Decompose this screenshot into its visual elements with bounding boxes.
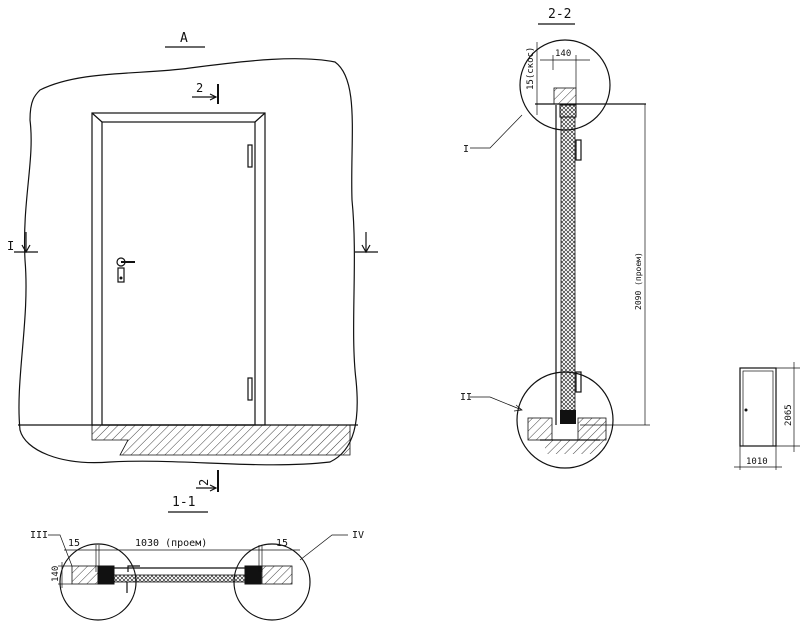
callout-ii: II (460, 392, 472, 403)
svg-text:1010: 1010 (746, 457, 768, 467)
section-2-2-title: 2-2 (548, 7, 571, 22)
svg-text:I: I (7, 239, 14, 253)
svg-text:2090 (проем): 2090 (проем) (634, 252, 643, 310)
svg-text:15: 15 (276, 538, 288, 549)
section-2-2: 2-2 140 15(скос) 2090 (проем) I II (460, 7, 650, 469)
callout-i: I (463, 144, 469, 155)
svg-text:2: 2 (197, 479, 211, 486)
door-handle-icon (116, 257, 135, 283)
elevation-view: A 2 2 I (7, 31, 378, 492)
callout-iv: IV (352, 530, 364, 541)
elevation-title: A (180, 31, 188, 46)
section-1-1-title: 1-1 (172, 495, 195, 510)
hinge-icon (247, 144, 253, 168)
door-leaf-section (111, 574, 248, 583)
section-1-1: 1-1 15 1030 (проем) 15 140 III IV (30, 495, 364, 621)
svg-text:140: 140 (51, 566, 61, 582)
view-mark-left: I (7, 232, 38, 254)
wall-outline (18, 58, 358, 466)
section-mark-top: 2 (192, 81, 219, 104)
svg-text:140: 140 (555, 49, 571, 59)
hinge-icon (247, 377, 253, 401)
door-leaf (101, 121, 256, 426)
door-leaf-section (560, 116, 576, 418)
floor-hatch (91, 424, 351, 456)
svg-text:1030 (проем): 1030 (проем) (135, 538, 207, 549)
small-door-view: 2065 1010 (734, 362, 800, 470)
svg-text:2: 2 (196, 81, 203, 95)
section-mark-bottom: 2 (196, 470, 219, 492)
svg-text:15(скос): 15(скос) (526, 47, 536, 90)
view-mark-right (355, 232, 378, 254)
svg-text:15: 15 (68, 538, 80, 549)
svg-text:2065: 2065 (784, 404, 794, 426)
callout-iii: III (30, 530, 48, 541)
